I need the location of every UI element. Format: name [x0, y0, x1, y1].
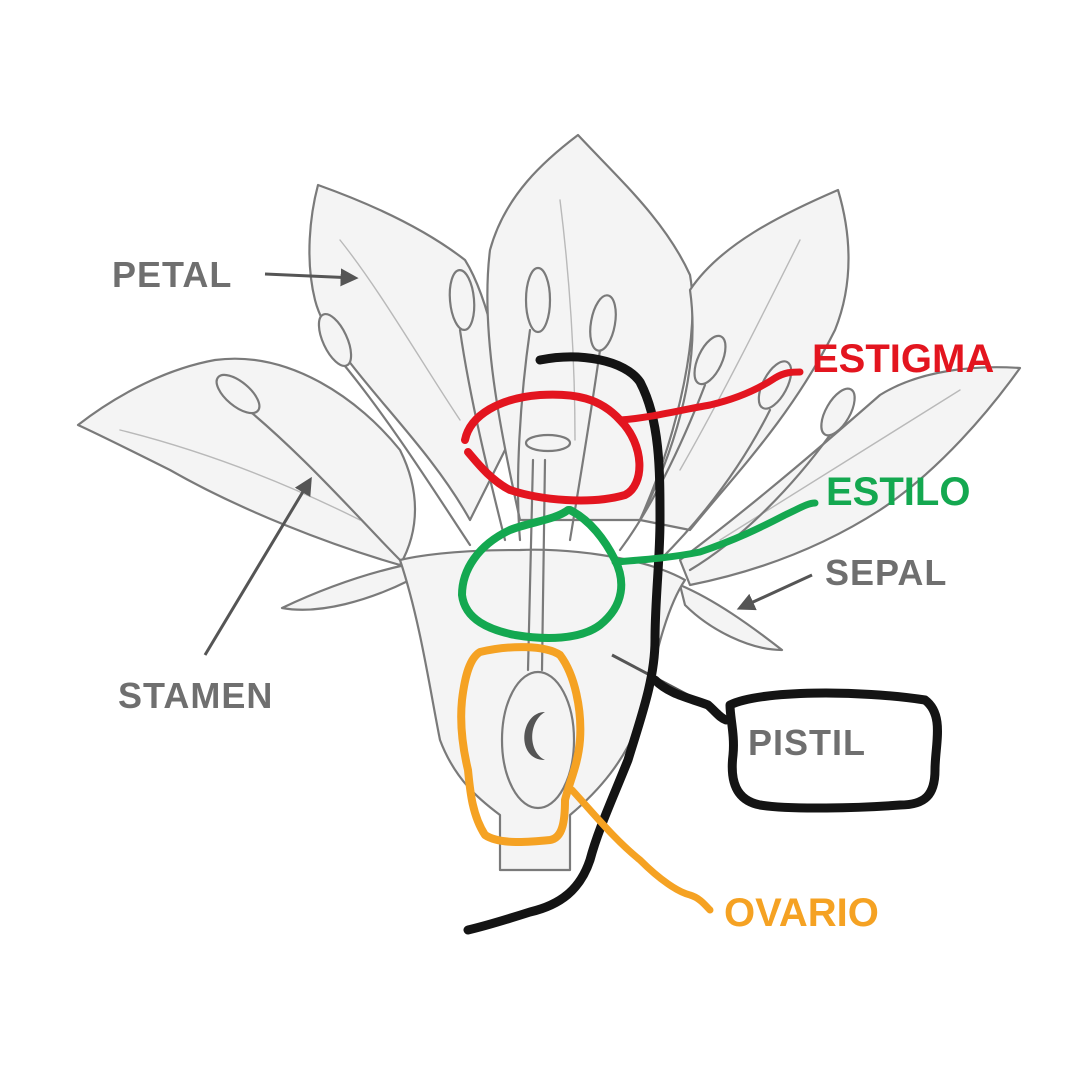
sepal-right [678, 583, 784, 652]
ovario-annotation: OVARIO [457, 643, 879, 935]
estigma-loop [461, 390, 644, 505]
estigma-annotation: ESTIGMA [461, 337, 994, 505]
label-sepal: SEPAL [825, 552, 947, 593]
estilo-annotation: ESTILO [458, 470, 970, 642]
petal-far-right [678, 366, 1022, 587]
stamen-arrow [203, 476, 312, 656]
pistil-connector [650, 675, 731, 725]
pistil-label-box [725, 688, 942, 813]
ovario-loop [457, 643, 585, 847]
petal-back-right [638, 188, 850, 532]
stamens [215, 266, 856, 572]
estigma-leader [616, 368, 804, 424]
label-stamen: STAMEN [118, 675, 273, 716]
label-ovario: OVARIO [724, 891, 879, 935]
label-pistil: PISTIL [748, 722, 866, 763]
sepal-arrow [736, 573, 813, 611]
ovule [524, 712, 545, 760]
ovary-shape [500, 670, 576, 810]
sepal-left [280, 563, 412, 611]
label-estigma: ESTIGMA [812, 337, 994, 381]
ovario-leader [568, 786, 714, 914]
label-estilo: ESTILO [826, 470, 970, 514]
estilo-leader [611, 499, 819, 566]
label-petal: PETAL [112, 254, 232, 295]
petal-arrow [264, 268, 359, 287]
pistil-annotation [463, 352, 942, 935]
petal-far-left [76, 357, 417, 567]
stigma-shape [524, 433, 572, 453]
